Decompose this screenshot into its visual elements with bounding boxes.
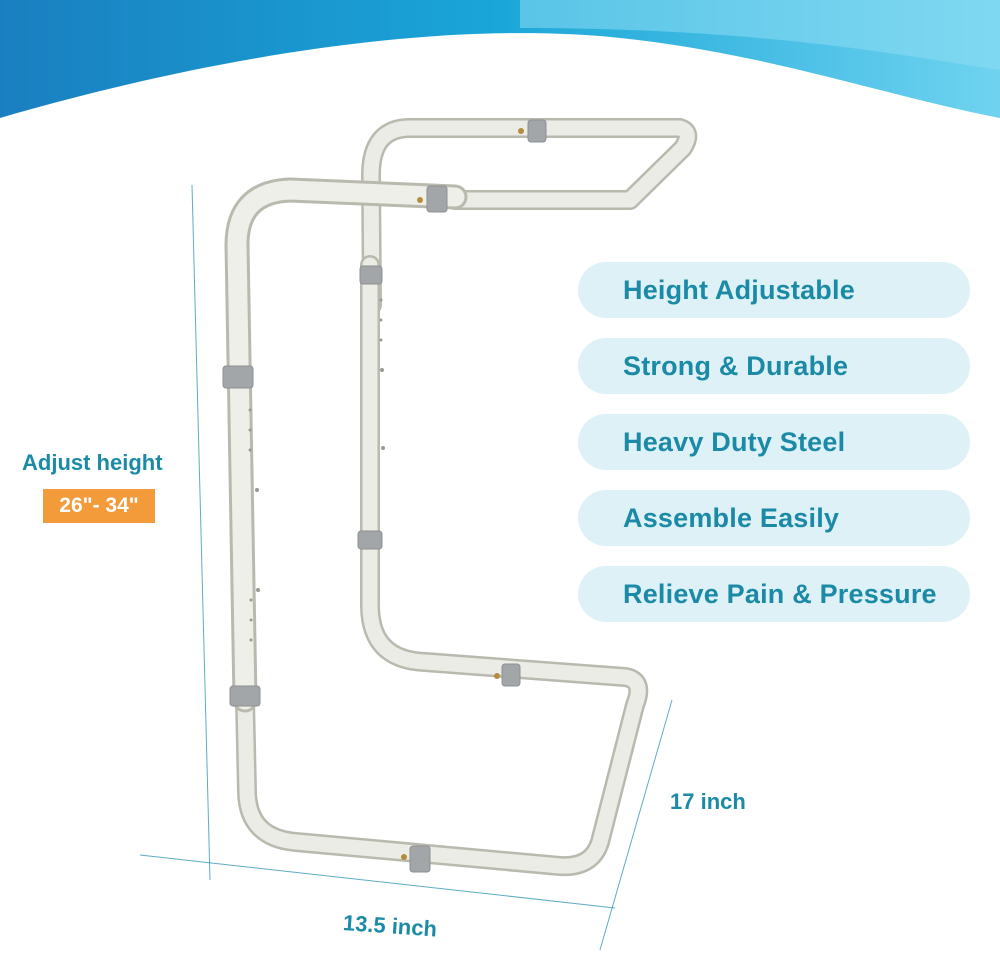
feature-pill-heavy-duty-steel: Heavy Duty Steel xyxy=(578,414,970,470)
feature-pill-height-adjustable: Height Adjustable xyxy=(578,262,970,318)
feature-list: Height Adjustable Strong & Durable Heavy… xyxy=(578,262,970,642)
feature-pill-strong-durable: Strong & Durable xyxy=(578,338,970,394)
feature-pill-relieve-pain: Relieve Pain & Pressure xyxy=(578,566,970,622)
adjust-height-label: Adjust height xyxy=(22,450,163,475)
height-range-badge: 26"- 34" xyxy=(43,489,155,523)
feature-pill-assemble-easily: Assemble Easily xyxy=(578,490,970,546)
top-wave-banner xyxy=(0,0,1000,118)
depth-dimension-label: 17 inch xyxy=(670,789,746,814)
